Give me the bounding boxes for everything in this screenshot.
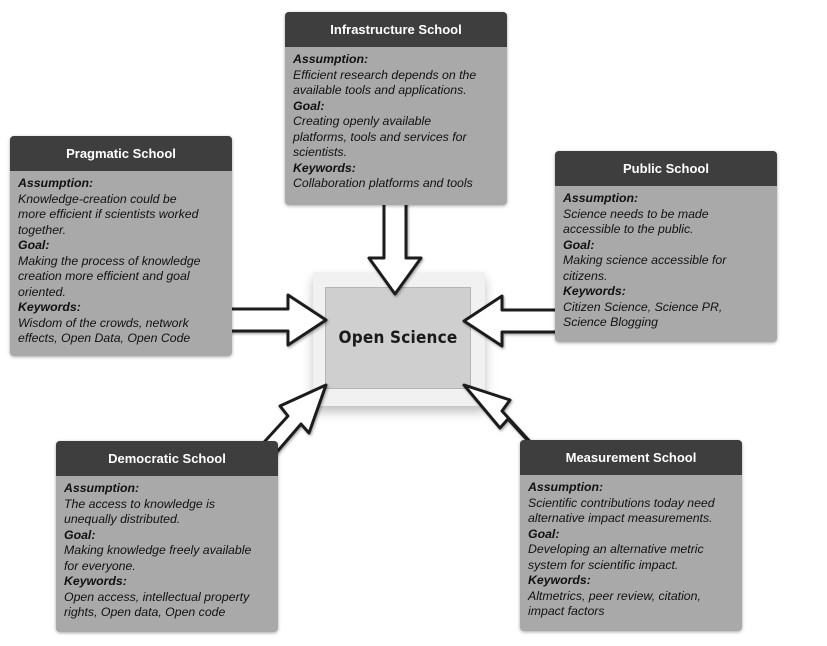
public-school-box: Public School Assumption: Science needs … bbox=[555, 151, 777, 342]
assumption-line: unequally distributed. bbox=[64, 512, 181, 526]
goal-label: Goal: bbox=[293, 98, 325, 113]
keywords-line: rights, Open data, Open code bbox=[64, 605, 226, 619]
assumption-label: Assumption: bbox=[18, 176, 94, 190]
assumption-line: Scientific contributions today need bbox=[528, 495, 715, 510]
infrastructure-school-title: Infrastructure School bbox=[285, 12, 507, 47]
infrastructure-school-box: Infrastructure School Assumption: Effici… bbox=[285, 12, 507, 205]
measurement-school-title: Measurement School bbox=[520, 440, 742, 475]
goal-line: platforms, tools and services for bbox=[293, 129, 467, 144]
keywords-line: Wisdom of the crowds, network bbox=[18, 315, 189, 330]
assumption-line: accessible to the public. bbox=[563, 222, 694, 236]
assumption-line: alternative impact measurements. bbox=[528, 511, 713, 525]
assumption-label: Assumption: bbox=[64, 481, 140, 495]
keywords-line: Altmetrics, peer review, citation, bbox=[528, 588, 701, 603]
assumption-line: Efficient research depends on the bbox=[293, 67, 477, 82]
goal-line: Making knowledge freely available bbox=[64, 543, 252, 557]
pragmatic-school-box: Pragmatic School Assumption: Knowledge-c… bbox=[10, 136, 232, 356]
goal-line: for everyone. bbox=[64, 558, 136, 573]
goal-line: Making the process of knowledge bbox=[18, 253, 201, 268]
goal-line: Creating openly available bbox=[293, 114, 432, 128]
arrow-public bbox=[462, 294, 562, 348]
keywords-line: Collaboration platforms and tools bbox=[293, 176, 473, 190]
goal-line: Making science accessible for bbox=[563, 253, 727, 267]
goal-line: scientists. bbox=[293, 145, 347, 159]
goal-line: creation more efficient and goal bbox=[18, 269, 190, 283]
assumption-line: together. bbox=[18, 222, 67, 237]
goal-line: system for scientific impact. bbox=[528, 557, 679, 572]
open-science-title: Open Science bbox=[338, 328, 458, 348]
arrow-pragmatic bbox=[226, 293, 328, 347]
keywords-label: Keywords: bbox=[18, 300, 81, 314]
keywords-line: effects, Open Data, Open Code bbox=[18, 331, 191, 345]
keywords-label: Keywords: bbox=[528, 573, 591, 587]
pragmatic-school-title: Pragmatic School bbox=[10, 136, 232, 171]
keywords-line: Open access, intellectual property bbox=[64, 589, 250, 604]
democratic-school-box: Democratic School Assumption: The access… bbox=[56, 441, 278, 632]
keywords-label: Keywords: bbox=[563, 284, 626, 298]
assumption-line: Knowledge-creation could be bbox=[18, 191, 177, 206]
assumption-label: Assumption: bbox=[563, 191, 639, 205]
assumption-label: Assumption: bbox=[293, 52, 369, 66]
goal-label: Goal: bbox=[64, 527, 96, 542]
goal-line: citizens. bbox=[563, 268, 608, 283]
arrow-infrastructure bbox=[367, 196, 423, 296]
goal-label: Goal: bbox=[18, 238, 50, 252]
goal-line: Developing an alternative metric bbox=[528, 542, 704, 556]
measurement-school-box: Measurement School Assumption: Scientifi… bbox=[520, 440, 742, 631]
open-science-inner bbox=[325, 287, 471, 389]
assumption-line: Science needs to be made bbox=[563, 206, 709, 221]
assumption-line: available tools and applications. bbox=[293, 83, 467, 97]
assumption-line: more efficient if scientists worked bbox=[18, 207, 199, 221]
keywords-line: impact factors bbox=[528, 604, 605, 618]
assumption-line: The access to knowledge is bbox=[64, 496, 216, 511]
goal-label: Goal: bbox=[528, 526, 560, 541]
keywords-label: Keywords: bbox=[293, 160, 356, 175]
assumption-label: Assumption: bbox=[528, 480, 604, 494]
goal-label: Goal: bbox=[563, 237, 595, 252]
keywords-line: Science Blogging bbox=[563, 315, 659, 329]
democratic-school-title: Democratic School bbox=[56, 441, 278, 476]
public-school-title: Public School bbox=[555, 151, 777, 186]
goal-line: oriented. bbox=[18, 284, 66, 299]
keywords-label: Keywords: bbox=[64, 574, 127, 588]
keywords-line: Citizen Science, Science PR, bbox=[563, 299, 723, 314]
